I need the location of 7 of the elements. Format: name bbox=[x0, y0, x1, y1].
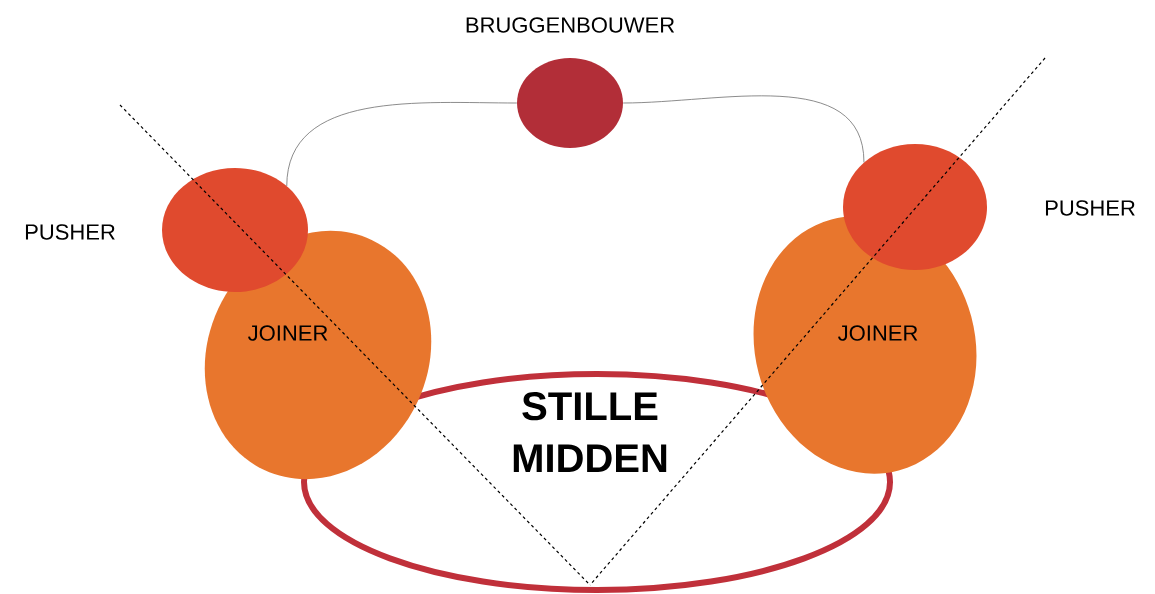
connector-line bbox=[622, 95, 865, 163]
ellipse-shape bbox=[843, 144, 987, 270]
circle-with-heading: BRUGGENBOUWER bbox=[466, 17, 675, 148]
ellipse-shape bbox=[162, 168, 308, 292]
connector-line bbox=[286, 102, 518, 187]
side-label: PUSHER bbox=[1046, 200, 1135, 216]
side-label: PUSHER bbox=[25, 224, 115, 240]
